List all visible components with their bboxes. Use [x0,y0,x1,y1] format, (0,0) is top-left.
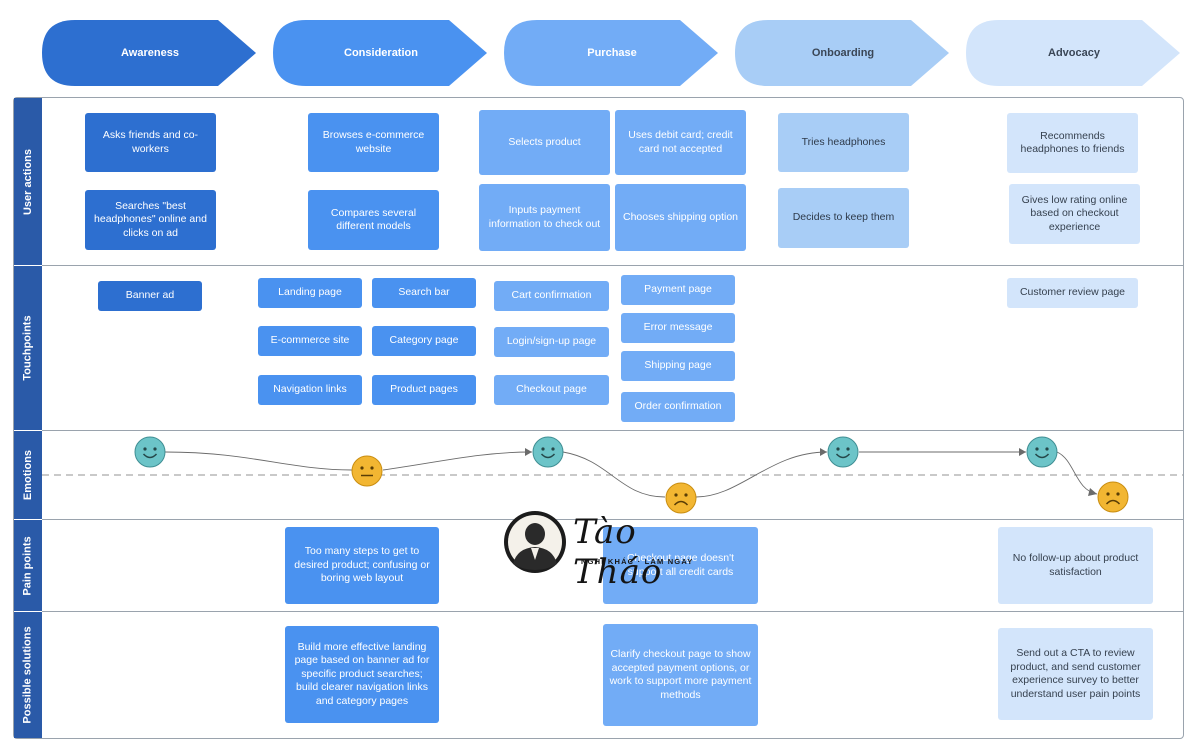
stage-chevron-shape [504,20,718,86]
touchpoint-card: Navigation links [258,375,362,405]
happy-face-icon [1026,436,1058,468]
user-action-card: Compares several different models [308,190,439,250]
lane-divider [42,265,1183,266]
happy-face-icon [827,436,859,468]
lane-header-pain-points: Pain points [14,520,42,611]
emotion-connector [382,451,533,471]
portrait-emblem-icon [504,511,566,573]
touchpoint-card: Cart confirmation [494,281,609,311]
sad-face-icon [1097,481,1129,513]
happy-face-icon [134,436,166,468]
lane-header-possible-solutions: Possible solutions [14,612,42,738]
arrowhead [1019,448,1026,456]
user-action-card: Inputs payment information to check out [479,184,610,251]
touchpoint-card: Product pages [372,375,476,405]
user-action-card: Asks friends and co-workers [85,113,216,172]
arrowhead [525,448,532,456]
touchpoint-card: Payment page [621,275,735,305]
user-action-card: Tries headphones [778,113,909,172]
lane-divider [42,519,1183,520]
journey-frame [13,97,1184,739]
pain-point-card: Checkout page doesn't support all credit… [603,527,758,604]
user-action-card: Decides to keep them [778,188,909,248]
stage-label: Consideration [344,47,418,59]
touchpoint-card: Error message [621,313,735,343]
stage-label: Onboarding [811,47,875,59]
sad-face-icon [665,482,697,514]
stage-label: Purchase [587,47,637,59]
stage-chevron-shape [42,20,256,86]
solution-card: Send out a CTA to review product, and se… [998,628,1153,720]
arrowhead [820,448,827,456]
lane-divider [42,611,1183,612]
touchpoint-card: Category page [372,326,476,356]
stage-label: Advocacy [1048,47,1100,59]
solution-card: Build more effective landing page based … [285,626,439,723]
user-action-card: Searches "best headphones" online and cl… [85,190,216,250]
watermark-name: Tào Tháo [573,512,663,592]
touchpoint-card: Customer review page [1007,278,1138,308]
touchpoint-card: E-commerce site [258,326,362,356]
stage-chevron-shape [966,20,1180,86]
user-action-card: Uses debit card; credit card not accepte… [615,110,746,175]
touchpoint-card: Checkout page [494,375,609,405]
pain-point-card: No follow-up about product satisfaction [998,527,1153,604]
user-action-card: Recommends headphones to friends [1007,113,1138,173]
watermark-logo: Tào Tháo NGHĨ KHÁC · LÀM NGAY [503,510,718,592]
lane-divider [42,430,1183,431]
watermark-tagline: NGHĨ KHÁC · LÀM NGAY [581,557,694,566]
neutral-face-icon [351,455,383,487]
user-action-card: Gives low rating online based on checkou… [1009,184,1140,244]
touchpoint-card: Login/sign-up page [494,327,609,357]
stage-advocacy: Advocacy [966,20,1182,86]
stage-awareness: Awareness [42,20,258,86]
emotion-connector [695,451,828,498]
stage-chevron-shape [273,20,487,86]
touchpoint-card: Order confirmation [621,392,735,422]
stage-purchase: Purchase [504,20,720,86]
stage-onboarding: Onboarding [735,20,951,86]
stage-consideration: Consideration [273,20,489,86]
happy-face-icon [532,436,564,468]
touchpoint-card: Landing page [258,278,362,308]
pain-point-card: Too many steps to get to desired product… [285,527,439,604]
user-action-card: Selects product [479,110,610,175]
lane-header-user-actions: User actions [14,98,42,265]
emotion-connector [1056,451,1098,495]
emotion-connector [562,451,666,498]
touchpoint-card: Shipping page [621,351,735,381]
lane-header-touchpoints: Touchpoints [14,266,42,430]
solution-card: Clarify checkout page to show accepted p… [603,624,758,726]
stage-label: Awareness [121,47,179,59]
lane-header-emotions: Emotions [14,431,42,519]
user-action-card: Chooses shipping option [615,184,746,251]
stage-chevron-shape [735,20,949,86]
emotion-connector [164,451,353,471]
user-action-card: Browses e-commerce website [308,113,439,172]
arrowhead [1088,488,1097,496]
touchpoint-card: Banner ad [98,281,202,311]
touchpoint-card: Search bar [372,278,476,308]
